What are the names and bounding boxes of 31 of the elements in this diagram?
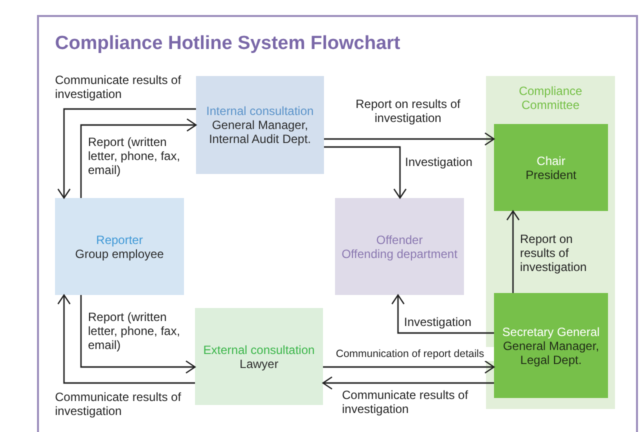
process-box — [55, 198, 184, 295]
arrow — [506, 210, 520, 293]
node-text: General Manager, Internal Audit Dept. — [208, 118, 312, 146]
node-text: Offending department — [342, 246, 458, 260]
node-text: Group employee — [75, 246, 164, 260]
node-heading: Internal consultation — [206, 104, 314, 118]
process-box — [494, 293, 608, 398]
group-band — [486, 76, 615, 409]
arrow — [57, 108, 196, 199]
arrow — [324, 146, 407, 199]
arrow — [57, 294, 195, 384]
process-box — [196, 76, 324, 174]
node-heading: Chair — [536, 154, 566, 168]
arrow — [323, 360, 495, 374]
node-text: General Manager, Legal Dept. — [502, 338, 600, 366]
node-heading: Compliance Committee — [518, 84, 584, 112]
process-box — [335, 198, 464, 295]
node-text: President — [526, 168, 576, 182]
node-heading: Offender — [376, 232, 423, 246]
arrow — [322, 376, 494, 390]
diagram-title: Compliance Hotline System Flowchart — [55, 33, 400, 55]
process-box — [494, 124, 608, 211]
node-heading: Secretary General — [502, 324, 600, 338]
node-heading: External consultation — [203, 342, 315, 356]
node-heading: Reporter — [96, 232, 143, 246]
arrow — [80, 295, 196, 374]
arrow — [391, 294, 494, 334]
arrow — [80, 118, 197, 198]
process-box — [195, 308, 323, 405]
node-text: Lawyer — [240, 356, 278, 370]
arrow — [324, 132, 495, 146]
